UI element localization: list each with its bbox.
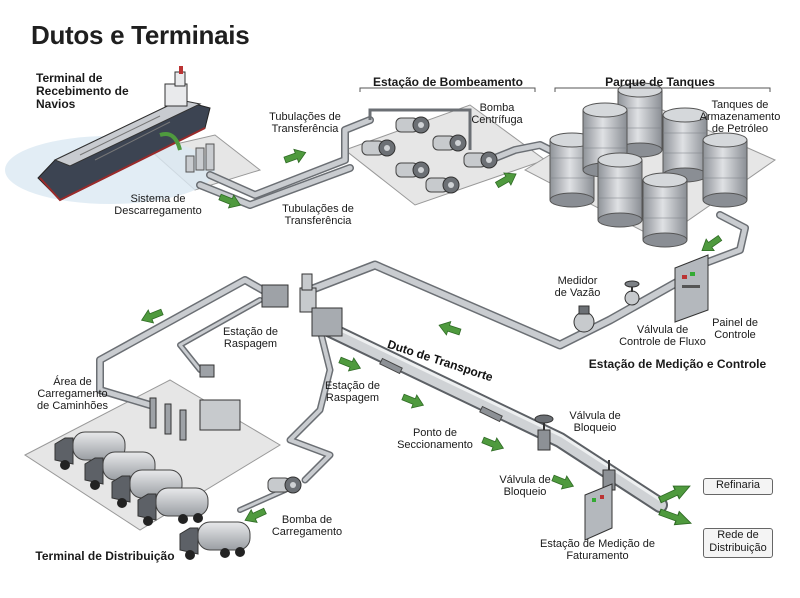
pig-station — [261, 273, 343, 337]
ship-terminal-label: Terminal de Recebimento de Navios — [36, 71, 129, 111]
transfer-pipes-label-1: Tubulações de Transferência — [269, 111, 341, 135]
block-valve-label-1: Válvula de Bloqueio — [569, 410, 621, 434]
billing-station-label: Estação de Medição de Faturamento — [540, 538, 655, 562]
pump-station-label: Estação de Bombeamento — [372, 75, 524, 89]
metering-station-label: Estação de Medição e Controle — [588, 357, 767, 371]
storage-tanks-label: Tanques de Armazenamento de Petróleo — [699, 99, 781, 135]
transfer-pipes-label-2: Tubulações de Transferência — [282, 203, 354, 227]
centrifugal-pump-label: Bomba Centrífuga — [471, 102, 523, 126]
section-brackets — [359, 87, 771, 92]
unloading-system-label: Sistema de Descarregamento — [114, 193, 202, 217]
distribution-terminal-label: Terminal de Distribuição — [35, 549, 175, 563]
billing-station — [584, 483, 613, 541]
pig-station-label-2: Estação de Raspagem — [324, 380, 381, 404]
pipes — [96, 116, 749, 513]
truck-loading-area-label: Área de Carregamento de Caminhões — [37, 376, 108, 412]
metering-equipment — [573, 254, 709, 333]
refinery-box: Refinaria — [703, 478, 773, 495]
page-title: Dutos e Terminais — [31, 20, 250, 50]
loading-pump — [267, 476, 302, 494]
tanker-ship — [37, 66, 211, 202]
flow-control-valve-label: Válvula de Controle de Fluxo — [619, 324, 706, 348]
loading-pump-label: Bomba de Carregamento — [271, 514, 343, 538]
flow-meter-label: Medidor de Vazão — [554, 275, 601, 299]
pig-station-label-1: Estação de Raspagem — [222, 326, 279, 350]
distribution-network-box: Rede de Distribuição — [703, 528, 773, 558]
transport-pipeline — [312, 317, 668, 513]
sectioning-point-label: Ponto de Seccionamento — [397, 427, 473, 451]
truck-loading-equipment — [149, 364, 241, 441]
block-valve-label-2: Válvula de Bloqueio — [499, 474, 551, 498]
pump-station-pumps — [361, 108, 498, 194]
tank-farm-label: Parque de Tanques — [605, 75, 715, 89]
unloading-system — [159, 132, 215, 173]
control-panel-label: Painel de Controle — [712, 317, 758, 341]
